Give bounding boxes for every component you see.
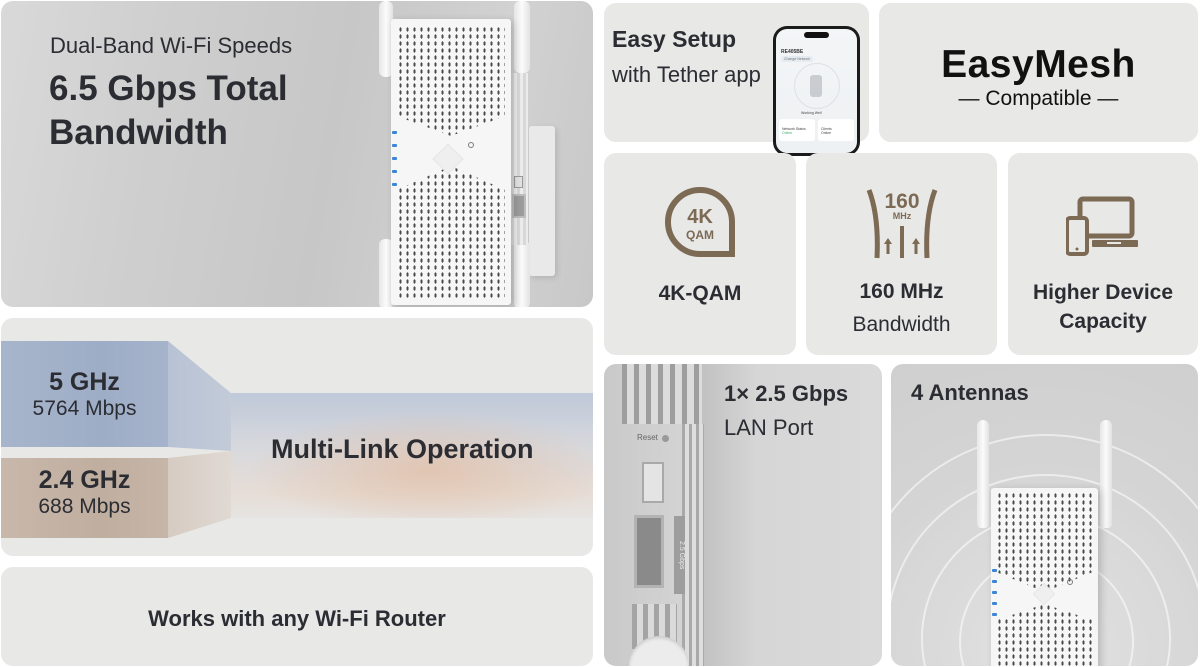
easymesh-card: EasyMesh — Compatible — <box>879 3 1198 142</box>
feature-4k-qam-card: 4K QAM 4K-QAM <box>604 153 796 355</box>
lan-title: 1× 2.5 Gbps <box>724 381 849 406</box>
feature-device-capacity-card: Higher Device Capacity <box>1008 153 1198 355</box>
feature-title: 160 MHz <box>859 280 944 303</box>
svg-text:4K: 4K <box>687 206 713 228</box>
band-5ghz: 5 GHz 5764 Mbps <box>1 341 168 447</box>
works-with-any-router-card: Works with any Wi-Fi Router <box>1 567 593 666</box>
easymesh-subtitle: — Compatible — <box>958 87 1119 110</box>
port-label: 2.5 Gbps <box>674 516 685 594</box>
phone-status: Working Well <box>801 111 822 115</box>
reset-label: Reset <box>637 433 658 442</box>
phone-card-clients: Clients Online <box>818 119 854 141</box>
hero-headline-line2: Bandwidth <box>49 113 228 152</box>
status-leds <box>992 569 997 616</box>
tp-link-logo <box>1067 579 1073 585</box>
feature-title: 4K-QAM <box>658 282 742 305</box>
mlo-stream: Multi-Link Operation <box>231 393 593 518</box>
antennas-card: 4 Antennas <box>891 364 1198 666</box>
svg-text:QAM: QAM <box>686 228 714 242</box>
status-leds <box>392 131 397 186</box>
antennas-title: 4 Antennas <box>911 380 1029 405</box>
multi-link-operation-card: 5 GHz 5764 Mbps 2.4 GHz 688 Mbps Multi-L… <box>1 318 593 556</box>
hero-headline: 6.5 Gbps Total Bandwidth <box>49 67 288 155</box>
band-merge-graphic <box>168 341 231 538</box>
hero-headline-line1: 6.5 Gbps Total <box>49 69 288 108</box>
hero-card: Dual-Band Wi-Fi Speeds 6.5 Gbps Total Ba… <box>1 1 593 307</box>
lan-subtitle: LAN Port <box>724 415 814 440</box>
works-title: Works with any Wi-Fi Router <box>148 606 446 631</box>
band-2-4ghz: 2.4 GHz 688 Mbps <box>1 458 168 538</box>
hero-eyebrow: Dual-Band Wi-Fi Speeds <box>50 33 293 58</box>
setup-title: Easy Setup <box>612 26 736 52</box>
easymesh-title: EasyMesh <box>941 43 1136 86</box>
devices-icon <box>1066 196 1138 256</box>
ethernet-port-image <box>634 515 664 588</box>
phone-card-network: Network Status Online <box>779 119 815 141</box>
mlo-title: Multi-Link Operation <box>271 434 534 464</box>
feature-160mhz-card: 160 MHz 160 MHz Bandwidth <box>806 153 997 355</box>
svg-text:160: 160 <box>884 190 919 213</box>
feature-subtitle: Bandwidth <box>852 313 951 336</box>
reset-button-image <box>642 462 664 503</box>
setup-subtitle: with Tether app <box>612 62 761 87</box>
feature-title: Higher Device Capacity <box>1032 281 1174 333</box>
160mhz-icon: 160 MHz <box>866 189 937 259</box>
tether-app-phone: RE405BE Change Network Working Well Netw… <box>773 26 860 156</box>
svg-text:MHz: MHz <box>892 211 911 221</box>
lan-port-card: Reset 2.5 Gbps 1× 2.5 Gbps LAN Port <box>604 364 882 666</box>
4k-qam-icon: 4K QAM <box>665 186 735 257</box>
phone-chip: Change Network <box>781 56 814 62</box>
tp-link-logo <box>468 142 474 148</box>
phone-device-name: RE405BE <box>781 49 804 55</box>
